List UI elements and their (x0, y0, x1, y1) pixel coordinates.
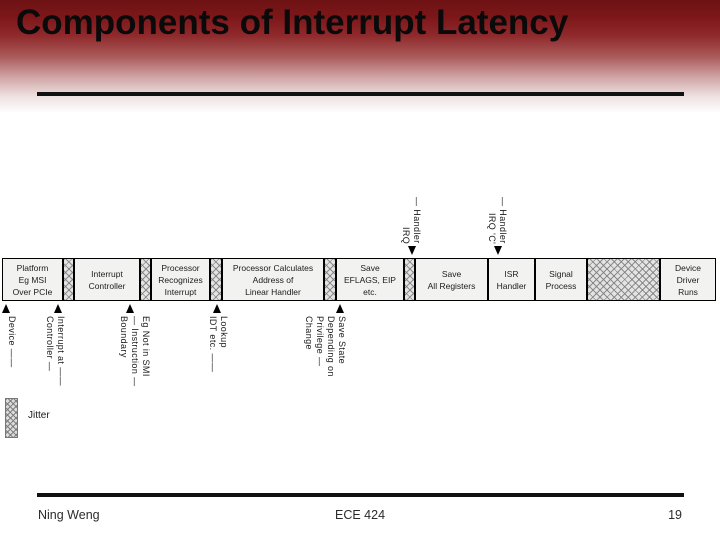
timeline-box-text: etc. (363, 286, 377, 297)
timeline-box-text: Controller (88, 280, 126, 291)
timeline-box-text: Address of (252, 274, 294, 285)
timeline-box-text: ISR (504, 268, 519, 279)
timeline-box-text: Interrupt (164, 286, 197, 297)
label-column: Interrupt at —— (56, 316, 66, 387)
label-column: — Handler (498, 197, 508, 244)
timeline-box-text: Process (545, 280, 577, 291)
footer-rule (37, 493, 684, 497)
timeline-box-text: Interrupt (91, 268, 123, 279)
footer-author: Ning Weng (38, 508, 100, 522)
timeline-box-text: Signal (549, 268, 573, 279)
down-arrow-icon (494, 246, 502, 255)
timeline-hatch-jitter (63, 258, 74, 301)
label-column: Eg Not in SMI (141, 316, 151, 377)
timeline-box-text: Processor Calculates (232, 262, 314, 273)
label-column: Boundary (119, 316, 129, 358)
label-irq-c-handler: IRQ 'C'— Handler (486, 184, 508, 244)
timeline-box-text: Over PCIe (12, 286, 53, 297)
label-column: Save State (337, 316, 347, 365)
timeline-box-text: Linear Handler (245, 286, 301, 297)
down-arrow-icon (408, 246, 416, 255)
label-column: — Instruction — (130, 316, 140, 387)
title-underline (37, 92, 684, 96)
timeline-box-text: Recognizes (158, 274, 203, 285)
label-column: Controller — (45, 316, 55, 372)
timeline-box-text: Processor (161, 262, 200, 273)
label-column: IRQ (401, 226, 411, 244)
label-column: IRQ 'C' (487, 212, 497, 244)
title-banner (0, 0, 720, 118)
timeline-hatch-jitter (324, 258, 336, 301)
jitter-legend-swatch (5, 398, 18, 438)
timeline-box-text: Driver (676, 274, 700, 285)
label-irq-handler: IRQ— Handler (400, 184, 422, 244)
up-arrow-icon (54, 304, 62, 313)
label-column: Change (304, 316, 314, 350)
timeline-box-text: Runs (678, 286, 698, 297)
label-lookup-idt: IDT etc. ——Lookup (207, 316, 229, 372)
timeline-hatch-jitter (587, 258, 660, 301)
label-instruction-boundary: Boundary— Instruction —Eg Not in SMI (118, 316, 151, 387)
label-device: Device —— (6, 316, 17, 368)
timeline-hatch-jitter (140, 258, 151, 301)
jitter-legend-label: Jitter (28, 410, 50, 421)
label-column: Privilege — (315, 316, 325, 367)
timeline-box-text: All Registers (427, 280, 476, 291)
timeline-box-text: EFLAGS, EIP (344, 274, 396, 285)
slide-title: Components of Interrupt Latency (16, 3, 569, 42)
timeline-box-text: Save (441, 268, 462, 279)
footer-page-number: 19 (668, 508, 682, 522)
timeline-hatch-jitter (210, 258, 222, 301)
up-arrow-icon (336, 304, 344, 313)
timeline-box-text: Device (675, 262, 701, 273)
up-arrow-icon (126, 304, 134, 313)
label-column: Device —— (7, 316, 17, 368)
label-column: IDT etc. —— (208, 316, 218, 373)
label-column: Lookup (219, 316, 229, 348)
label-column: Depending on (326, 316, 336, 377)
timeline-box-text: Handler (496, 280, 527, 291)
timeline-box-text: Save (360, 262, 380, 273)
label-column: — Handler (412, 197, 422, 244)
up-arrow-icon (213, 304, 221, 313)
timeline-hatch-jitter (404, 258, 415, 301)
up-arrow-icon (2, 304, 10, 313)
label-interrupt-at-controller: Controller —Interrupt at —— (44, 316, 66, 386)
timeline-box-text: Eg MSI (18, 274, 47, 285)
footer-course: ECE 424 (334, 508, 386, 522)
timeline-box-text: Platform (16, 262, 49, 273)
